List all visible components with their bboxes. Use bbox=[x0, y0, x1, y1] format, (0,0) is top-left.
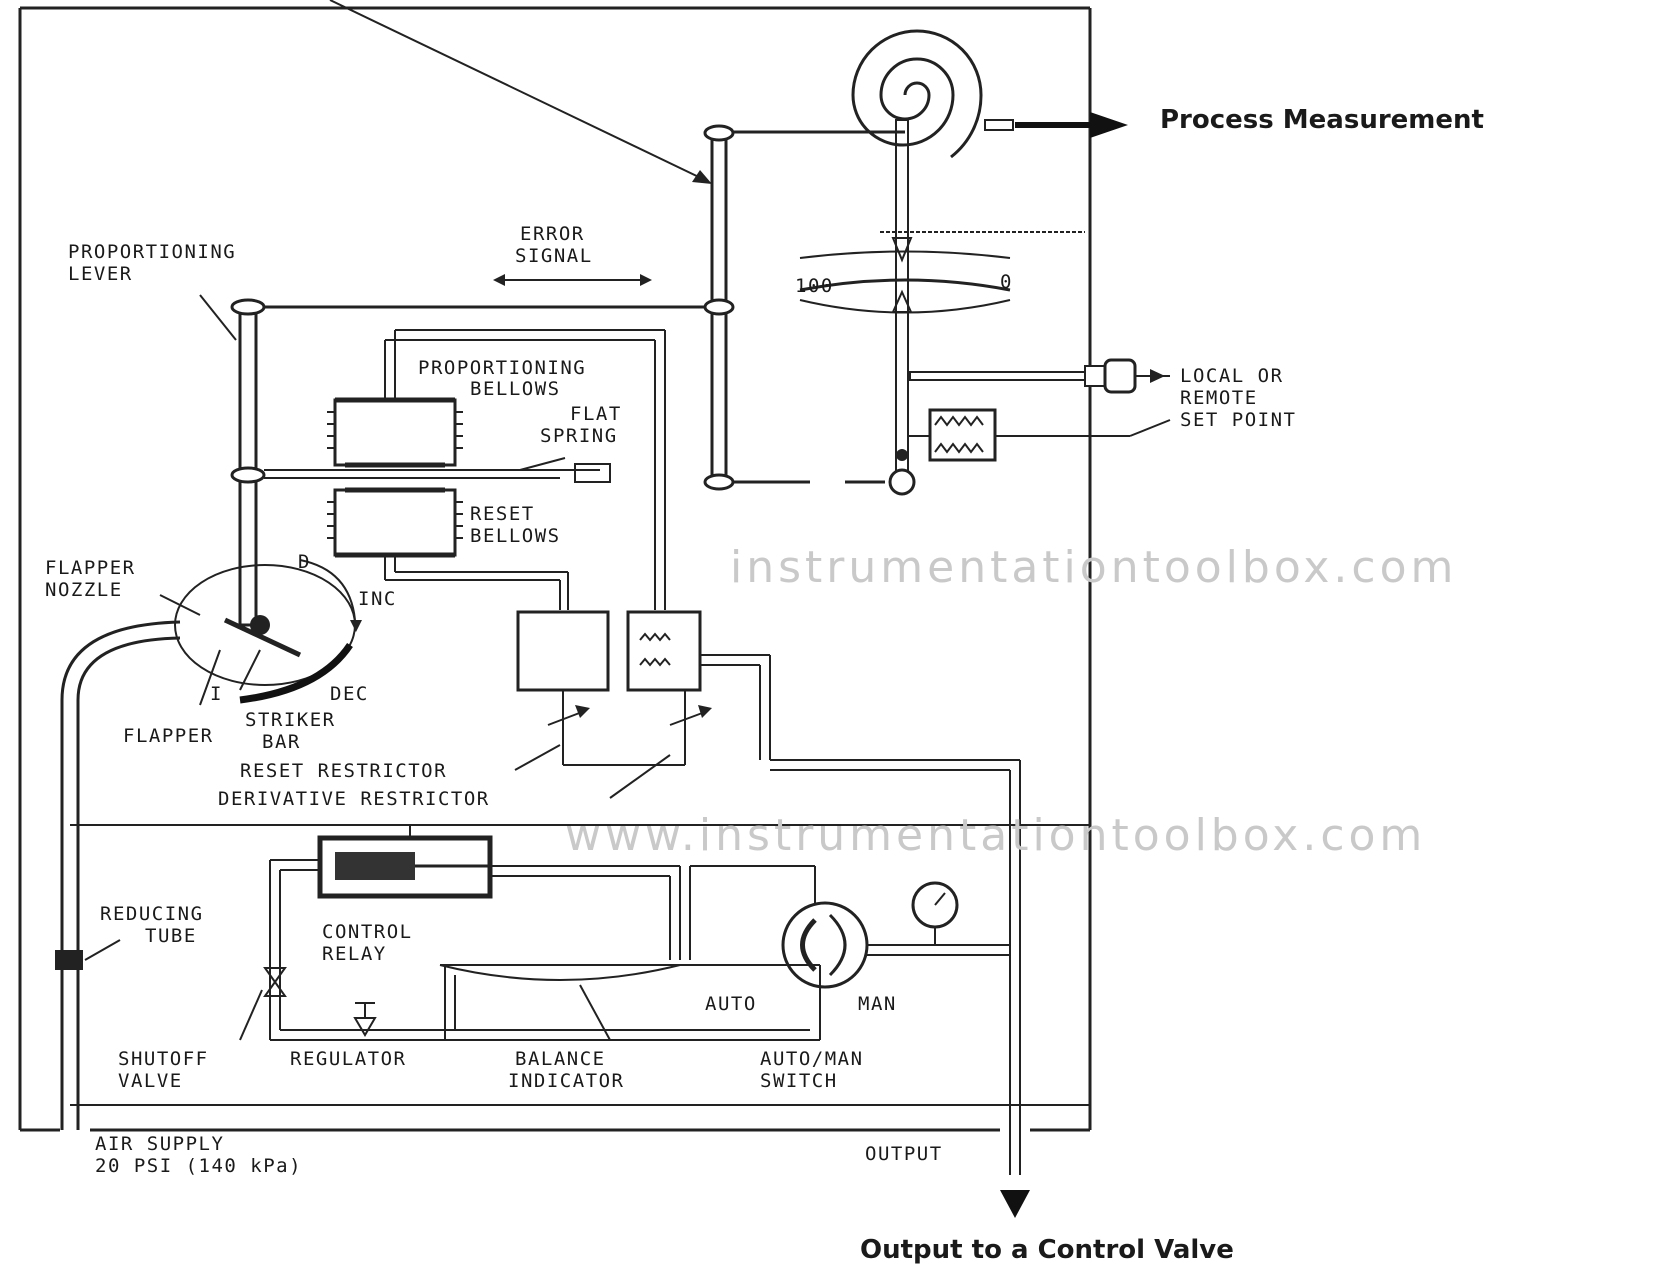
process-measurement-label: Process Measurement bbox=[1160, 105, 1484, 135]
dec-label: DEC bbox=[330, 683, 369, 705]
i-small-label: I bbox=[210, 683, 223, 705]
auto-man-switch-label-1: AUTO/MAN bbox=[760, 1048, 864, 1070]
air-supply-label-1: AIR SUPPLY bbox=[95, 1133, 224, 1155]
watermark-2: www.instrumentationtoolbox.com bbox=[565, 810, 1426, 861]
proportioning-bellows-label-2: BELLOWS bbox=[470, 378, 561, 400]
flapper-nozzle-label-1: FLAPPER bbox=[45, 557, 136, 579]
reset-bellows-label-2: BELLOWS bbox=[470, 525, 561, 547]
auto-man-switch-label-2: SWITCH bbox=[760, 1070, 838, 1092]
flapper-nozzle-label-2: NOZZLE bbox=[45, 579, 123, 601]
watermark-1: instrumentationtoolbox.com bbox=[730, 542, 1457, 593]
bourdon-spiral bbox=[851, 29, 1014, 159]
set-point-assembly bbox=[908, 358, 1171, 462]
local-remote-label-2: REMOTE bbox=[1180, 387, 1258, 409]
d-small-label: D bbox=[298, 551, 311, 573]
regulator bbox=[270, 1002, 820, 1041]
scale-right-label: 0 bbox=[1000, 271, 1013, 293]
striker-bar-label-1: STRIKER bbox=[245, 709, 336, 731]
reset-bellows bbox=[327, 487, 569, 610]
pointer-arrowhead bbox=[692, 170, 712, 184]
local-remote-label-3: SET POINT bbox=[1180, 409, 1296, 431]
reset-restrictor-label: RESET RESTRICTOR bbox=[240, 760, 447, 782]
auto-label: AUTO bbox=[705, 993, 757, 1015]
error-signal-label-1: ERROR bbox=[520, 223, 585, 245]
flat-spring-label-2: SPRING bbox=[540, 425, 618, 447]
proportioning-bellows-label-1: PROPORTIONING bbox=[418, 357, 586, 379]
output-label: OUTPUT bbox=[865, 1143, 943, 1165]
indicator-scale: 100 0 bbox=[795, 231, 1085, 314]
output-arrowhead bbox=[1000, 1190, 1030, 1218]
auto-man-switch bbox=[781, 866, 1010, 989]
label-leaders bbox=[159, 294, 920, 799]
shutoff-valve-label-2: VALVE bbox=[118, 1070, 183, 1092]
proportioning-lever-label-2: LEVER bbox=[68, 263, 133, 285]
flapper-label: FLAPPER bbox=[123, 725, 214, 747]
proportioning-lever-label-1: PROPORTIONING bbox=[68, 241, 236, 263]
flapper-nozzle-assembly: D INC DEC I bbox=[174, 551, 397, 705]
scale-left-label: 100 bbox=[795, 275, 834, 297]
balance-indicator-label-2: INDICATOR bbox=[508, 1070, 624, 1092]
shutoff-valve-label-1: SHUTOFF bbox=[118, 1048, 209, 1070]
balance-indicator bbox=[439, 964, 821, 1041]
reducing-tube-label-2: TUBE bbox=[145, 925, 197, 947]
air-supply-piping bbox=[55, 620, 181, 1130]
measurement-linkage bbox=[703, 119, 916, 496]
control-relay bbox=[80, 824, 815, 1040]
control-relay-label-2: RELAY bbox=[322, 943, 387, 965]
derivative-restrictor-label: DERIVATIVE RESTRICTOR bbox=[218, 788, 490, 810]
control-relay-label-1: CONTROL bbox=[322, 921, 413, 943]
error-signal-label-2: SIGNAL bbox=[515, 245, 593, 267]
air-supply-label-2: 20 PSI (140 kPa) bbox=[95, 1155, 302, 1177]
inc-label: INC bbox=[358, 588, 397, 610]
proportioning-bellows bbox=[327, 329, 666, 610]
output-to-control-valve-label: Output to a Control Valve bbox=[860, 1235, 1234, 1265]
man-label: MAN bbox=[858, 993, 897, 1015]
striker-bar-label-2: BAR bbox=[262, 731, 301, 753]
proportioning-lever bbox=[230, 298, 705, 627]
reset-capacity-tank bbox=[516, 610, 610, 765]
derivative-capacity-tank bbox=[626, 610, 771, 765]
flat-spring-label-1: FLAT bbox=[570, 403, 622, 425]
process-arrowhead bbox=[1090, 112, 1128, 138]
reducing-tube-label-1: REDUCING bbox=[100, 903, 204, 925]
shutoff-valve bbox=[239, 967, 287, 1041]
local-remote-label-1: LOCAL OR bbox=[1180, 365, 1284, 387]
balance-indicator-label-1: BALANCE bbox=[515, 1048, 606, 1070]
reset-bellows-label-1: RESET bbox=[470, 503, 535, 525]
pointer-line bbox=[329, 0, 706, 181]
regulator-label: REGULATOR bbox=[290, 1048, 406, 1070]
